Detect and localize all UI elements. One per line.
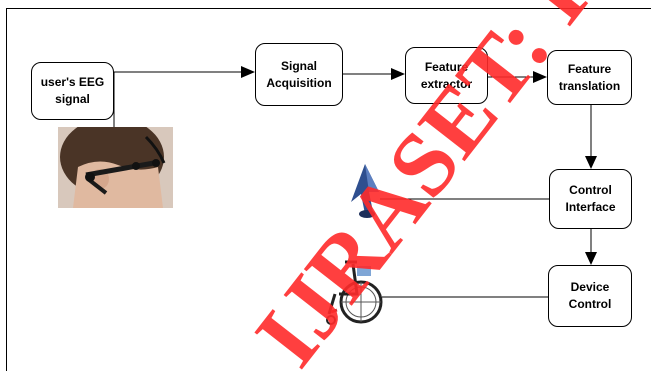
- head-with-eeg-cap-image: [58, 127, 173, 208]
- arrowhead-to-extractor: [391, 68, 405, 80]
- diagram-frame: [6, 8, 651, 371]
- arrowhead-to-control: [585, 156, 597, 169]
- wheelchair-image: [326, 260, 383, 325]
- control-interface-node: Control Interface: [549, 169, 632, 229]
- device-control-node: Device Control: [548, 265, 632, 327]
- feature-extractor-node: Feature extractor: [405, 47, 488, 104]
- arrowhead-to-device: [585, 252, 597, 265]
- arrowhead-to-acquisition: [241, 66, 255, 78]
- signal-acquisition-node: Signal Acquisition: [255, 43, 343, 106]
- arrowhead-to-translation: [533, 71, 547, 83]
- eeg-signal-node: user's EEG signal: [31, 62, 114, 120]
- feature-translation-node: Feature translation: [547, 50, 632, 105]
- cursor-pointer-image: [351, 164, 379, 218]
